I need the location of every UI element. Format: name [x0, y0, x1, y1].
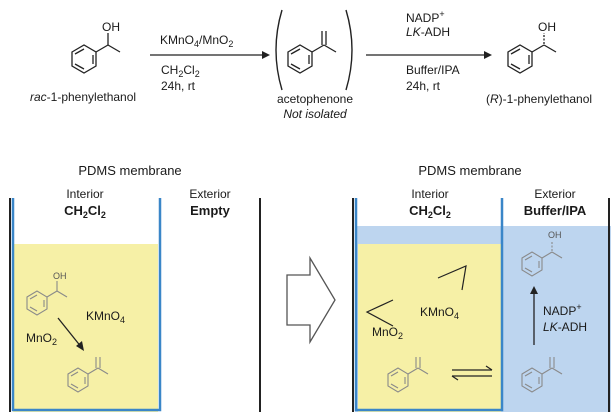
step2-conditions: 24h, rt [406, 79, 441, 93]
left-pdms-membrane [11, 198, 162, 412]
right-panel-title: PDMS membrane [418, 163, 522, 178]
left-interior-solvent: CH2Cl2 [64, 203, 106, 220]
right-molecule-oh: OH [548, 230, 562, 240]
right-enzyme-label: LK-ADH [543, 320, 588, 334]
equilibrium-backward-head [451, 375, 459, 381]
step2-enzyme: LK-ADH [406, 25, 451, 39]
right-interior-solvent: CH2Cl2 [409, 203, 451, 220]
left-oxidation-arrow-head [76, 341, 84, 351]
product-oh-label: OH [538, 20, 556, 34]
left-acetophenone-structure [67, 357, 109, 393]
transition-arrow [286, 255, 336, 345]
equilibrium-forward-head [485, 365, 493, 371]
mno2-cycle-arrow [365, 299, 394, 327]
left-interior-solution [13, 244, 158, 412]
left-oxidation-arrow [57, 317, 83, 349]
step2-cofactor: NADP+ [406, 9, 445, 25]
step1-reagent: KMnO4/MnO2 [160, 33, 234, 49]
kmno4-cycle-arrow [437, 265, 467, 291]
intermediate-note: Not isolated [283, 107, 347, 121]
right-oxidant-label: KMnO4 [420, 305, 460, 321]
right-interior-label: Interior [411, 187, 449, 201]
left-molecule-oh: OH [53, 271, 67, 281]
left-exterior-value: Empty [190, 203, 230, 218]
acetophenone-structure [287, 31, 337, 74]
left-panel-title: PDMS membrane [78, 163, 182, 178]
bracket-right [345, 9, 353, 91]
r-phenylethanol-structure [507, 33, 557, 74]
bracket-left [275, 9, 283, 91]
right-exterior-acetophenone-structure [521, 357, 563, 393]
start-oh-label: OH [102, 20, 120, 34]
product-label: (R)-1-phenylethanol [486, 92, 593, 106]
intermediate-label: acetophenone [276, 92, 354, 106]
right-cofactor-label: NADP+ [543, 302, 582, 318]
reduction-arrow-head [530, 286, 538, 294]
step1-conditions: 24h, rt [161, 79, 196, 93]
left-interior-label: Interior [66, 187, 104, 201]
start-label: rac-1-phenylethanol [30, 90, 136, 104]
right-interior-acetophenone-structure [387, 357, 429, 393]
right-reductant-label: MnO2 [372, 325, 404, 341]
step2-solvent: Buffer/IPA [406, 63, 460, 77]
step1-arrow-head [262, 51, 270, 59]
step1-solvent: CH2Cl2 [161, 63, 200, 79]
racemic-phenylethanol-structure [71, 33, 121, 74]
right-exterior-label: Exterior [534, 187, 576, 201]
left-oxidant-label: KMnO4 [86, 309, 126, 325]
start-label-prefix: rac [30, 90, 47, 104]
right-phenylethanol-structure [521, 241, 563, 277]
left-reductant-label: MnO2 [26, 331, 58, 347]
right-interior-solution [358, 244, 501, 412]
start-label-suffix: -1-phenylethanol [46, 90, 137, 104]
left-phenylethanol-structure [26, 281, 68, 316]
right-pdms-membrane [354, 198, 504, 412]
step2-arrow-head [484, 51, 492, 59]
right-exterior-value: Buffer/IPA [523, 203, 587, 218]
left-exterior-label: Exterior [189, 187, 231, 201]
